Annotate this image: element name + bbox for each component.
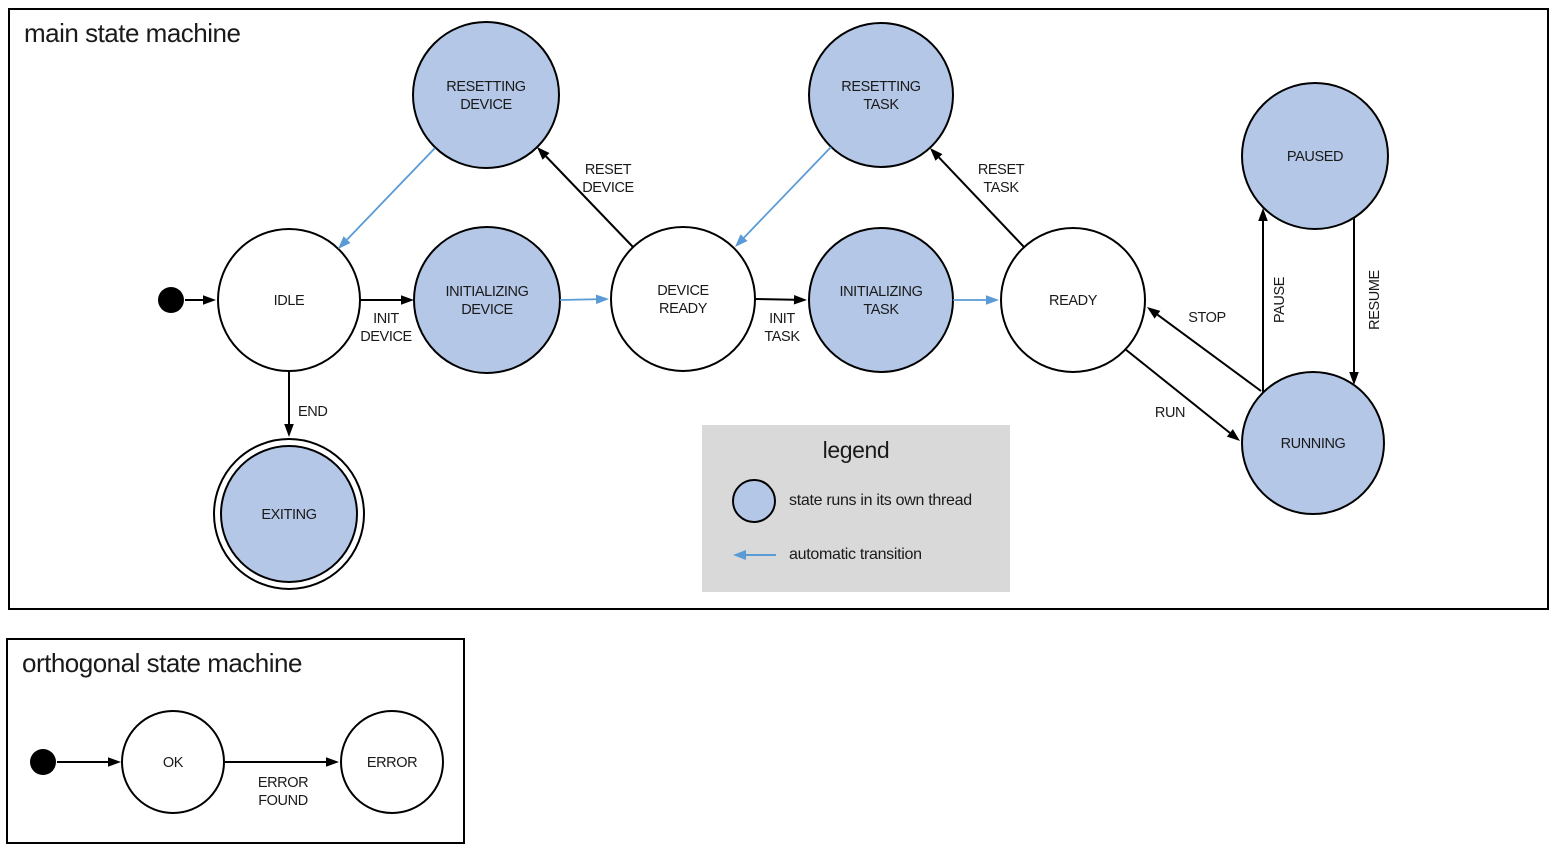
- legend-item-threaded-state: state runs in its own thread: [731, 478, 1010, 524]
- main-state-machine-box: main state machine: [8, 8, 1549, 610]
- threaded-state-icon: [732, 479, 776, 523]
- legend-title: legend: [822, 437, 890, 463]
- legend-item-label: state runs in its own thread: [789, 492, 972, 509]
- legend-item-label: automatic transition: [789, 546, 922, 563]
- legend-item-automatic-transition: automatic transition: [731, 546, 1010, 564]
- orthogonal-state-machine-box: orthogonal state machine: [6, 638, 465, 844]
- legend: legend state runs in its own thread auto…: [702, 425, 1010, 592]
- main-state-machine-title: main state machine: [24, 18, 241, 48]
- automatic-transition-icon: [733, 550, 776, 560]
- orthogonal-state-machine-title: orthogonal state machine: [22, 648, 302, 678]
